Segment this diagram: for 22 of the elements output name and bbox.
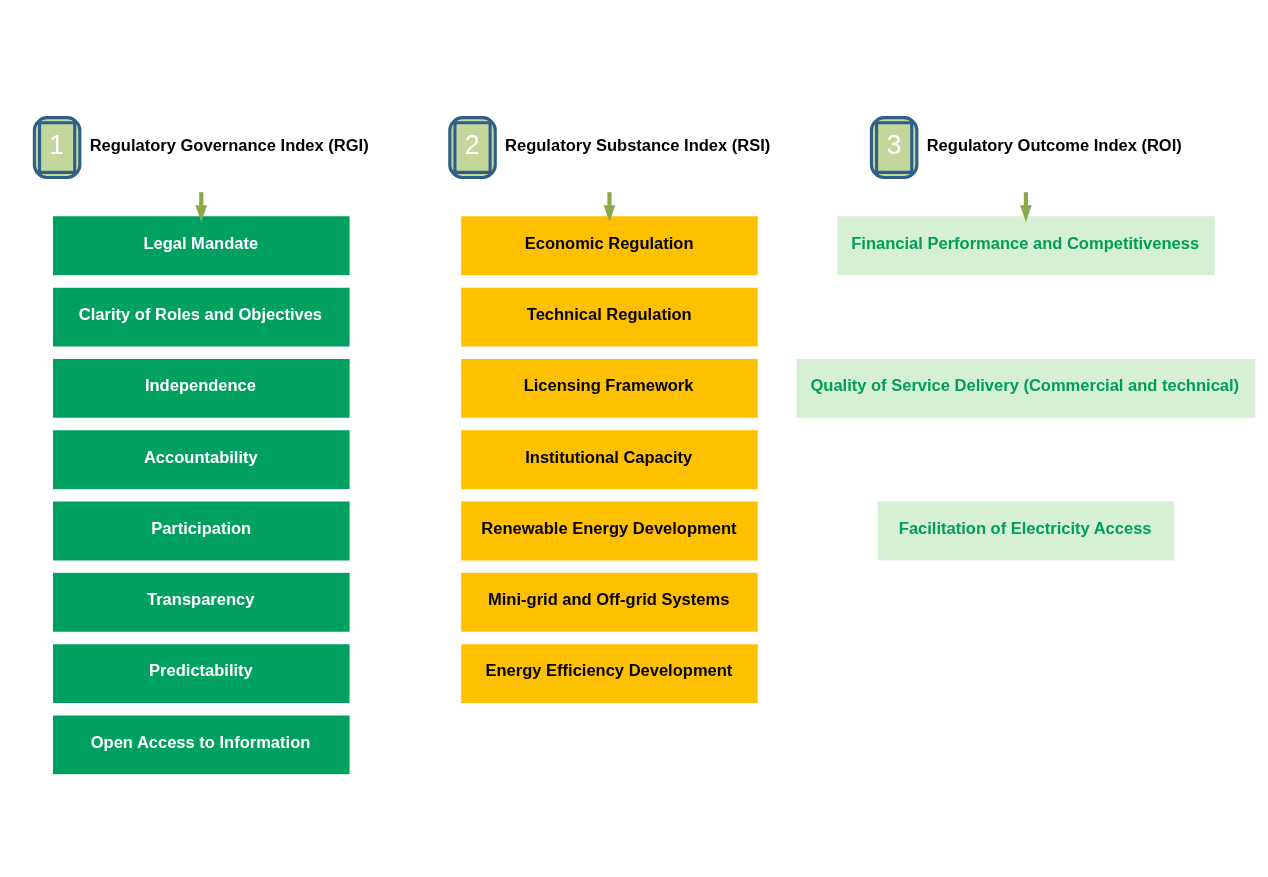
node-box: Renewable Energy Development bbox=[460, 500, 759, 562]
node-box: Legal Mandate bbox=[51, 215, 351, 277]
node-box: Participation bbox=[51, 500, 351, 562]
node-label: Regulatory Governance Index (RGI) bbox=[89, 135, 369, 155]
node-box: Open Access to Information bbox=[51, 714, 351, 776]
node-box: Facilitation of Electricity Access bbox=[876, 500, 1176, 562]
node-box: Clarity of Roles and Objectives bbox=[51, 286, 351, 348]
node-box: Energy Efficiency Development bbox=[460, 643, 759, 705]
arrow bbox=[603, 192, 616, 222]
node-box: Transparency bbox=[51, 571, 351, 633]
node-box: Licensing Framework bbox=[460, 357, 759, 419]
node-label: Regulatory Substance Index (RSI) bbox=[505, 135, 771, 155]
node-box: Mini-grid and Off-grid Systems bbox=[460, 571, 759, 633]
node-box: Predictability bbox=[51, 643, 351, 705]
node-box: Technical Regulation bbox=[460, 286, 759, 348]
node-box: Independence bbox=[51, 357, 351, 419]
node-label: Regulatory Outcome Index (ROI) bbox=[926, 135, 1182, 155]
node-box: Quality of Service Delivery (Commercial and technical) bbox=[795, 357, 1257, 419]
node-box: Financial Performance and Competitiveness bbox=[836, 215, 1216, 277]
node-box: Institutional Capacity bbox=[460, 429, 759, 491]
node-box: Economic Regulation bbox=[460, 215, 759, 277]
node-box: Accountability bbox=[51, 429, 351, 491]
